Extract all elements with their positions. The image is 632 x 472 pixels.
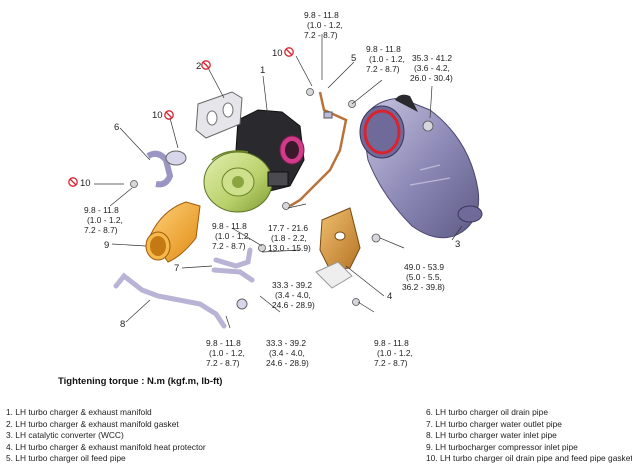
turbo-manifold xyxy=(203,109,305,213)
svg-text:7.2 - 8.7): 7.2 - 8.7) xyxy=(212,241,246,251)
legend-left: 1. LH turbo charger & exhaust manifold 2… xyxy=(6,407,206,465)
svg-text:9.8 - 11.8: 9.8 - 11.8 xyxy=(212,221,247,231)
no-reuse-icon xyxy=(164,110,174,120)
torque-water-inlet-lower: 33.3 - 39.2 (3.4 - 4.0, 24.6 - 28.9) xyxy=(266,338,309,368)
svg-text:9.8 - 11.8: 9.8 - 11.8 xyxy=(304,10,339,20)
svg-text:(1.0 - 1.2,: (1.0 - 1.2, xyxy=(377,348,413,358)
torque-left: 9.8 - 11.8 (1.0 - 1.2, 7.2 - 8.7) xyxy=(84,205,123,235)
svg-text:(1.0 - 1.2,: (1.0 - 1.2, xyxy=(209,348,245,358)
svg-text:24.6 - 28.9): 24.6 - 28.9) xyxy=(272,300,315,310)
legend-item: 4. LH turbo charger & exhaust manifold h… xyxy=(6,441,206,452)
svg-text:(3.6 - 4.2,: (3.6 - 4.2, xyxy=(414,63,450,73)
callout-6: 6 xyxy=(114,122,119,133)
no-reuse-icon xyxy=(284,47,294,57)
exploded-diagram: 1 2 3 4 5 6 7 8 9 10 10 10 9.8 - 11.8 (1… xyxy=(68,10,483,368)
legend-item: 7. LH turbo charger water outlet pipe xyxy=(426,418,562,429)
svg-text:35.3 - 41.2: 35.3 - 41.2 xyxy=(412,53,452,63)
torque-units-caption: Tightening torque : N.m (kgf.m, lb-ft) xyxy=(58,376,223,387)
svg-text:7.2 - 8.7): 7.2 - 8.7) xyxy=(304,30,338,40)
svg-text:13.0 - 15.9): 13.0 - 15.9) xyxy=(268,243,311,253)
legend-item: 5. LH turbo charger oil feed pipe xyxy=(6,453,126,464)
svg-text:26.0 - 30.4): 26.0 - 30.4) xyxy=(410,73,453,83)
oil-drain-pipe xyxy=(146,150,174,188)
svg-text:17.7 - 21.6: 17.7 - 21.6 xyxy=(268,223,308,233)
svg-text:(3.4 - 4.0,: (3.4 - 4.0, xyxy=(269,348,305,358)
catalytic-converter xyxy=(359,94,483,239)
callout-3: 3 xyxy=(455,239,460,250)
leader-lines xyxy=(94,34,463,329)
callout-9: 9 xyxy=(104,240,109,251)
svg-text:9.8 - 11.8: 9.8 - 11.8 xyxy=(84,205,119,215)
callout-4: 4 xyxy=(387,291,392,302)
svg-text:9.8 - 11.8: 9.8 - 11.8 xyxy=(206,338,241,348)
legend-item: 10. LH turbo charger oil drain pipe and … xyxy=(426,453,632,464)
callout-10-b: 10 xyxy=(152,110,163,121)
svg-text:24.6 - 28.9): 24.6 - 28.9) xyxy=(266,358,309,368)
svg-text:49.0 - 53.9: 49.0 - 53.9 xyxy=(404,262,444,272)
svg-text:7.2 - 8.7): 7.2 - 8.7) xyxy=(206,358,240,368)
callout-7: 7 xyxy=(174,263,179,274)
legend-item: 6. LH turbo charger oil drain pipe xyxy=(426,407,548,417)
heat-protector xyxy=(315,207,361,289)
svg-text:(1.0 - 1.2,: (1.0 - 1.2, xyxy=(307,20,343,30)
svg-text:9.8 - 11.8: 9.8 - 11.8 xyxy=(374,338,409,348)
callout-8: 8 xyxy=(120,319,125,330)
callout-1: 1 xyxy=(260,65,265,76)
torque-water-inlet-upper: 33.3 - 39.2 (3.4 - 4.0, 24.6 - 28.9) xyxy=(272,280,315,310)
manifold-gasket xyxy=(195,91,243,139)
callout-10-c: 10 xyxy=(80,178,91,189)
no-reuse-icon xyxy=(68,177,78,187)
svg-text:(1.0 - 1.2,: (1.0 - 1.2, xyxy=(87,215,123,225)
no-reuse-icon xyxy=(201,60,211,70)
svg-text:(1.0 - 1.2,: (1.0 - 1.2, xyxy=(369,54,405,64)
legend-item: 1. LH turbo charger & exhaust manifold xyxy=(6,407,152,417)
water-inlet-pipe xyxy=(113,272,227,329)
torque-top: 9.8 - 11.8 (1.0 - 1.2, 7.2 - 8.7) xyxy=(304,10,343,40)
torque-converter: 35.3 - 41.2 (3.6 - 4.2, 26.0 - 30.4) xyxy=(410,53,453,83)
torque-oil-feed: 9.8 - 11.8 (1.0 - 1.2, 7.2 - 8.7) xyxy=(366,44,405,74)
legend-item: 2. LH turbo charger & exhaust manifold g… xyxy=(6,418,179,429)
torque-bottom-right: 9.8 - 11.8 (1.0 - 1.2, 7.2 - 8.7) xyxy=(374,338,413,368)
svg-text:33.3 - 39.2: 33.3 - 39.2 xyxy=(266,338,306,348)
svg-text:7.2 - 8.7): 7.2 - 8.7) xyxy=(84,225,118,235)
svg-text:9.8 - 11.8: 9.8 - 11.8 xyxy=(366,44,401,54)
svg-text:(1.0 - 1.2,: (1.0 - 1.2, xyxy=(215,231,251,241)
svg-text:36.2 - 39.8): 36.2 - 39.8) xyxy=(402,282,445,292)
callout-10-a: 10 xyxy=(272,48,283,59)
svg-text:7.2 - 8.7): 7.2 - 8.7) xyxy=(374,358,408,368)
callout-5: 5 xyxy=(351,53,356,64)
torque-drain: 17.7 - 21.6 (1.8 - 2.2, 13.0 - 15.9) xyxy=(268,223,311,253)
torque-center: 9.8 - 11.8 (1.0 - 1.2, 7.2 - 8.7) xyxy=(212,221,251,251)
svg-text:(1.8 - 2.2,: (1.8 - 2.2, xyxy=(271,233,307,243)
legend-item: 8. LH turbo charger water inlet pipe xyxy=(426,430,557,441)
svg-text:33.3 - 39.2: 33.3 - 39.2 xyxy=(272,280,312,290)
svg-text:(3.4 - 4.0,: (3.4 - 4.0, xyxy=(275,290,311,300)
water-outlet-pipe xyxy=(211,247,255,283)
legend-right: 6. LH turbo charger oil drain pipe 7. LH… xyxy=(426,407,632,465)
callout-2: 2 xyxy=(196,61,201,72)
compressor-inlet-pipe xyxy=(145,201,201,263)
legend-item: 3. LH catalytic converter (WCC) xyxy=(6,430,124,441)
torque-bottom-left: 9.8 - 11.8 (1.0 - 1.2, 7.2 - 8.7) xyxy=(206,338,245,368)
svg-text:(5.0 - 5.5,: (5.0 - 5.5, xyxy=(406,272,442,282)
legend-item: 9. LH turbocharger compressor inlet pipe xyxy=(426,441,578,452)
svg-text:7.2 - 8.7): 7.2 - 8.7) xyxy=(366,64,400,74)
torque-heat-shield: 49.0 - 53.9 (5.0 - 5.5, 36.2 - 39.8) xyxy=(402,262,445,292)
